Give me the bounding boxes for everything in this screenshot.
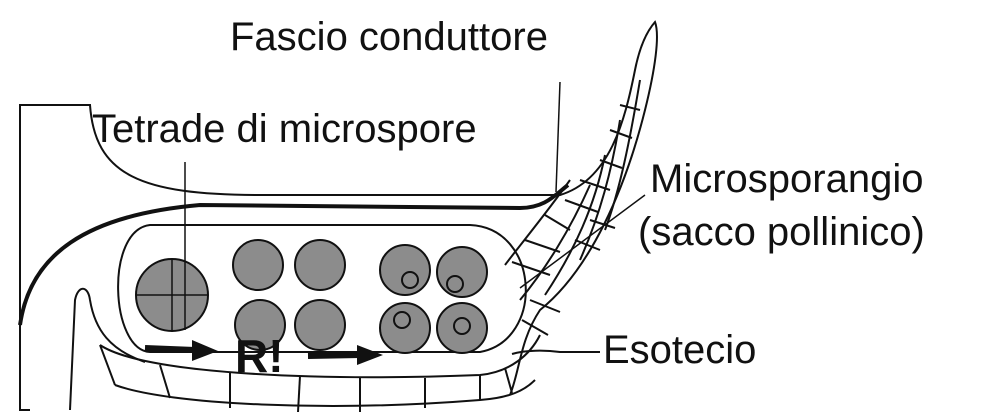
leader-esotecio bbox=[512, 351, 600, 354]
sacco-label: (sacco pollinico) bbox=[638, 210, 925, 254]
microspore bbox=[295, 240, 345, 290]
meiosis-label: R! bbox=[235, 330, 284, 382]
microsporangio-label: Microsporangio bbox=[650, 157, 923, 201]
leader-fascio bbox=[556, 82, 560, 192]
pollen-grain bbox=[380, 303, 430, 353]
pollen-grain bbox=[437, 303, 487, 353]
tetrad-cell bbox=[136, 259, 208, 331]
microspore bbox=[295, 300, 345, 350]
fascio-label: Fascio conduttore bbox=[230, 15, 548, 59]
leader-microsporangio bbox=[520, 195, 645, 288]
pollen-grain bbox=[437, 247, 487, 297]
microspore bbox=[233, 240, 283, 290]
pollen-grain bbox=[380, 245, 430, 295]
vascular-bundle bbox=[20, 185, 568, 325]
esotecio-label: Esotecio bbox=[603, 328, 756, 372]
tetrade-label: Tetrade di microspore bbox=[92, 107, 477, 151]
arrow-icon bbox=[145, 340, 218, 361]
